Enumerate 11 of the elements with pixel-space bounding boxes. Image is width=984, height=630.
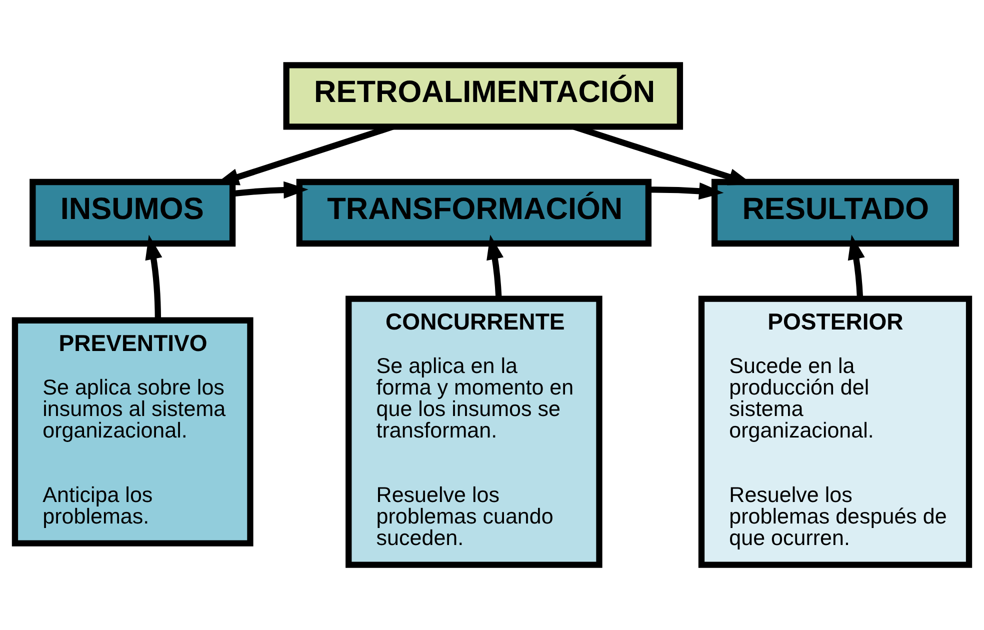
node-box: RESULTADO xyxy=(711,178,960,247)
node-box: INSUMOS xyxy=(30,178,236,247)
arrow xyxy=(486,234,504,299)
arrow xyxy=(848,234,865,299)
node-box: CONCURRENTE Se aplica en la forma y momento en que los insumos se transforman. Resuelve los problemas cuando suceden. xyxy=(346,296,602,568)
node-box: RETROALIMENTACIÓN xyxy=(283,62,684,130)
node-box: TRANSFORMACIÓN xyxy=(296,178,652,247)
node-box: PREVENTIVO Se aplica sobre los insumos al sistema organizacional. Anticipa los problemas. xyxy=(12,317,254,546)
node-box: POSTERIOR Sucede en la producción del sistema organizacional. Resuelve los problemas después de que ocurren. xyxy=(698,296,972,568)
arrow xyxy=(145,234,162,320)
arrow xyxy=(648,182,724,200)
